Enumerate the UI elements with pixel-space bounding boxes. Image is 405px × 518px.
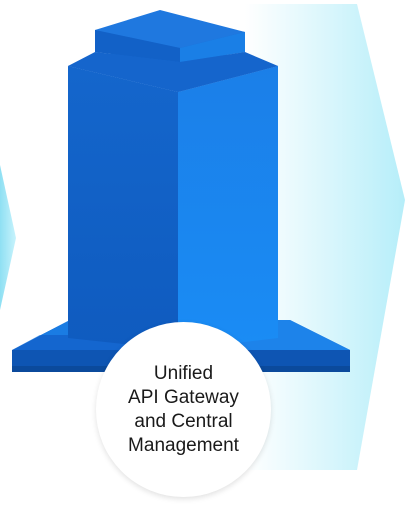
chevron-left-icon [0, 165, 16, 310]
gateway-label: Unified API Gateway and Central Manageme… [96, 322, 271, 497]
label-line-3: and Central [134, 410, 233, 432]
api-gateway-tower-icon [12, 10, 350, 372]
label-line-1: Unified [153, 362, 214, 384]
label-line-4: Management [128, 434, 239, 456]
label-line-2: API Gateway [128, 386, 239, 408]
